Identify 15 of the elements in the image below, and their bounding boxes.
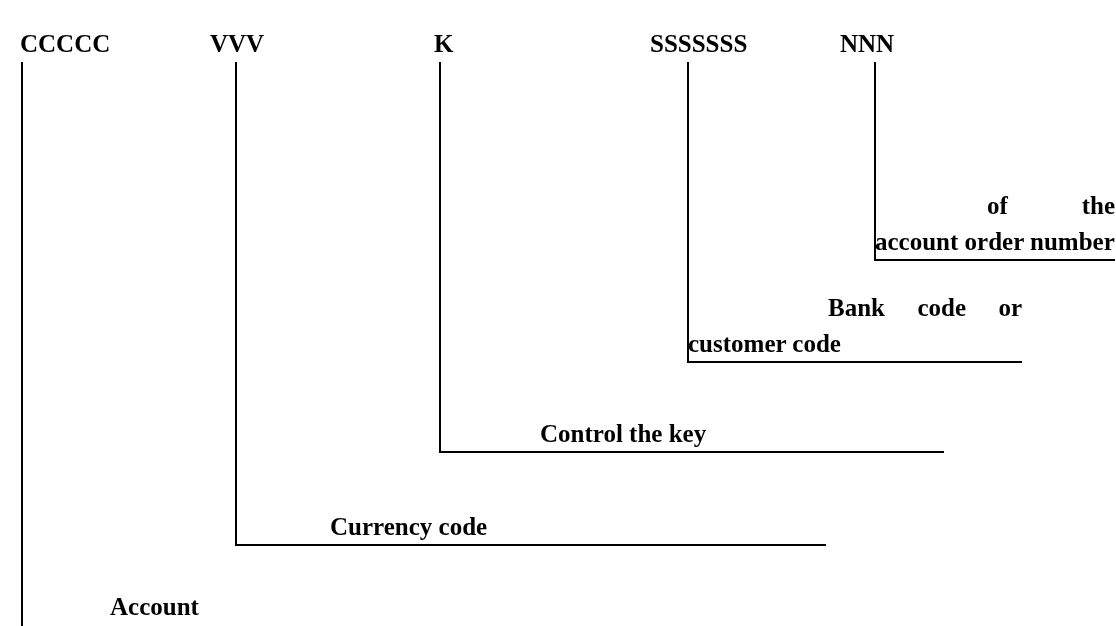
code-letters: K: [434, 22, 459, 62]
leader-line: [687, 61, 1023, 363]
code-letters: CCCCC: [20, 22, 120, 62]
code-letters: NNN: [840, 22, 920, 62]
code-letters: VVV: [210, 22, 280, 62]
code-letters: SSSSSSS: [650, 22, 790, 62]
field-description: Account: [22, 585, 252, 625]
field-description: of the account order number: [875, 152, 1115, 260]
field-description: Bank code or customer code: [688, 290, 1022, 362]
field-description: Control the key: [540, 412, 709, 452]
leader-line: [439, 61, 710, 453]
leader-line: [21, 61, 23, 626]
leader-line: [235, 61, 491, 546]
field-description: Currency code: [330, 505, 490, 545]
leader-line: [874, 61, 1116, 261]
